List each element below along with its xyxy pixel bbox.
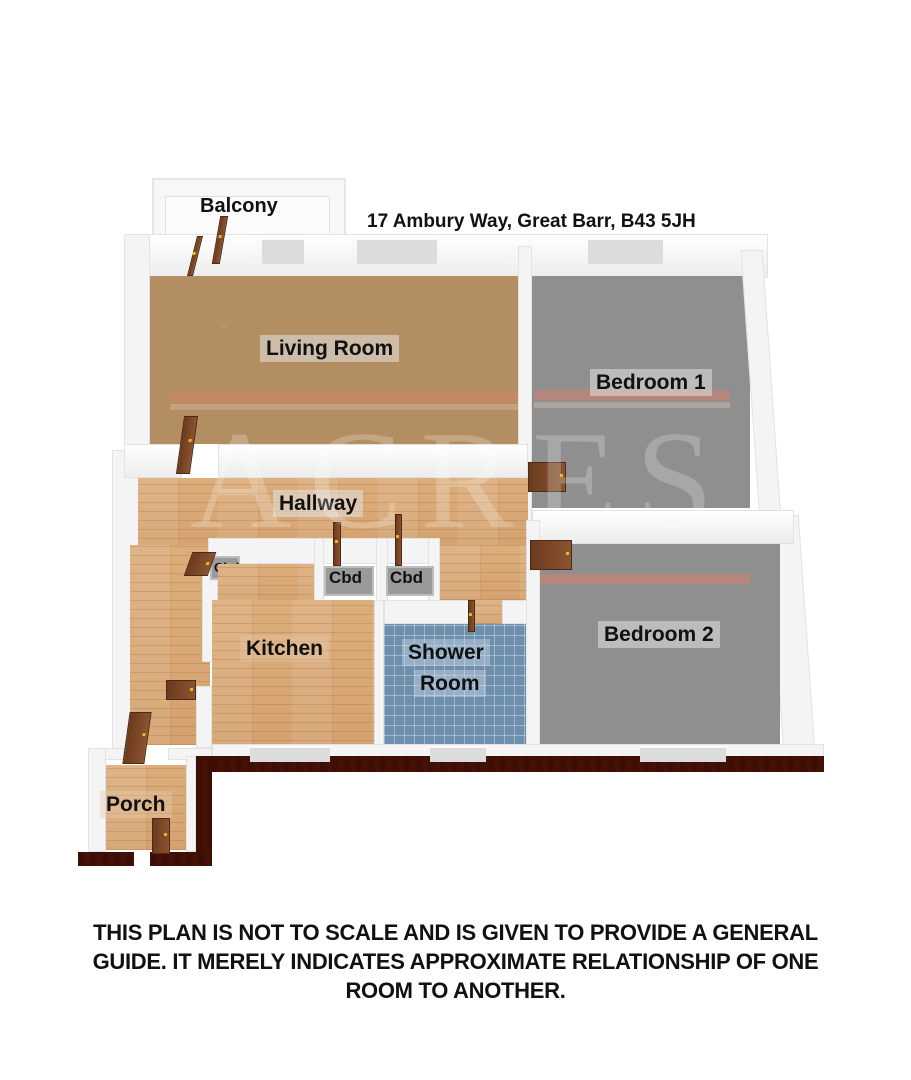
cbd-divider-2	[376, 538, 388, 608]
cupboard-2-floor	[324, 566, 374, 596]
label-balcony: Balcony	[200, 195, 278, 217]
hallway-top-wall-left	[124, 444, 182, 478]
porch-brick-bottom-right	[150, 852, 210, 866]
label-shower-room-2: Room	[414, 670, 486, 698]
cbd-2-door	[333, 522, 341, 566]
shower-door	[468, 600, 475, 632]
bedroom-divider-wall	[532, 510, 794, 544]
balcony-floor	[165, 196, 330, 236]
disclaimer-line-2: GUIDE. IT MERELY INDICATES APPROXIMATE R…	[92, 949, 819, 974]
kitchen-west-wall-lower	[196, 686, 212, 748]
hallway-east-floor	[440, 545, 530, 600]
label-porch: Porch	[100, 791, 172, 819]
floor-plan: Living Room Bedroom 1 Hallway Cbd Cbd Cb…	[0, 0, 911, 900]
label-cbd-3: Cbd	[390, 568, 424, 587]
kitchen-floor	[218, 564, 314, 604]
porch-brick-bottom-left	[78, 852, 134, 866]
disclaimer: THIS PLAN IS NOT TO SCALE AND IS GIVEN T…	[40, 918, 871, 1005]
bedroom2-window	[640, 746, 726, 762]
bedroom1-stripe-2	[534, 402, 730, 408]
kitchen-door	[166, 680, 196, 700]
label-living-room: Living Room	[260, 335, 400, 363]
living-room-stripe	[170, 392, 518, 402]
cbd-3-door	[395, 514, 402, 566]
cbd-divider-1	[314, 538, 324, 608]
hallway-top-wall	[218, 444, 528, 478]
porch-east-wall	[186, 756, 196, 852]
property-address: 17 Ambury Way, Great Barr, B43 5JH	[367, 211, 696, 232]
porch-floor	[106, 765, 186, 850]
shower-west-wall	[374, 600, 384, 750]
living-window-2	[357, 238, 437, 264]
label-bedroom-1: Bedroom 1	[590, 369, 712, 397]
label-bedroom-2: Bedroom 2	[598, 621, 720, 649]
living-room-floor	[150, 276, 520, 444]
cupboard-3-floor	[386, 566, 434, 596]
shower-entry-floor	[470, 600, 502, 624]
top-wall	[140, 234, 768, 278]
porch-brick-east	[196, 756, 212, 866]
disclaimer-line-1: THIS PLAN IS NOT TO SCALE AND IS GIVEN T…	[93, 920, 818, 945]
label-shower-room-1: Shower	[402, 639, 490, 667]
shower-window	[430, 746, 486, 762]
kitchen-window	[250, 746, 330, 762]
kitchen-cupboard-wall	[208, 538, 440, 564]
label-hallway: Hallway	[273, 490, 364, 518]
shower-bedroom2-wall	[526, 520, 540, 750]
shower-room-floor	[384, 624, 526, 746]
bedroom-2-door	[530, 540, 572, 570]
left-wall	[124, 234, 150, 454]
front-door	[152, 818, 170, 854]
porch-west-wall	[88, 748, 106, 852]
kitchen-floor-main	[212, 600, 375, 750]
shower-north-wall	[384, 600, 470, 624]
label-cbd-2: Cbd	[329, 568, 363, 587]
bedroom-1-door	[528, 462, 566, 492]
living-room-stripe-2	[170, 404, 518, 410]
bedroom1-window	[588, 238, 663, 264]
bedroom2-stripe	[540, 574, 750, 584]
disclaimer-line-3: ROOM TO ANOTHER.	[345, 978, 566, 1003]
label-kitchen: Kitchen	[240, 635, 330, 663]
living-window-1	[262, 238, 304, 264]
